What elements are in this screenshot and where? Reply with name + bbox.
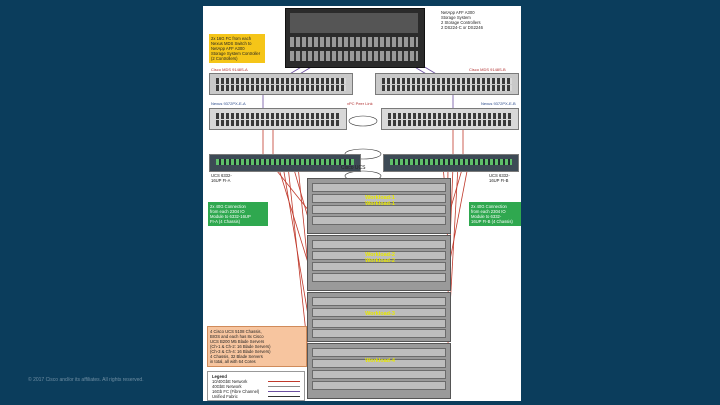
fabric-interconnect-a: [209, 154, 361, 172]
legend-swatch-network: [268, 381, 300, 382]
mds-switch-b: [375, 73, 519, 95]
vpc-peer-link-label: vPC Peer Link: [347, 101, 373, 106]
chassis-note: 4 Cisco UCS 5108 Chassis,BIOS and each h…: [207, 326, 307, 367]
fabric-interconnect-b: [383, 154, 519, 172]
legend-swatch-fc: [268, 391, 300, 392]
nexus-a-label: Nexus 9372PX-E-A: [211, 101, 246, 106]
nexus-switch-a: [209, 108, 347, 130]
legend-swatch-unified: [268, 396, 300, 397]
legend-item-40g: 40GbE Network: [212, 384, 242, 389]
nexus-b-label: Nexus 9372PX-E-B: [481, 101, 516, 106]
nexus-switch-b: [381, 108, 519, 130]
mds-b-label: Cisco MDS 9148S-B: [469, 67, 506, 72]
legend-item-fc: 16Gb FC (Fibre Channel): [212, 389, 260, 394]
mds-a-label: Cisco MDS 9148S-A: [211, 67, 248, 72]
chassis-4: Workload-4: [307, 343, 451, 399]
fi-center-label: Cisco UCS: [341, 165, 366, 171]
workload-4-label: Workload-4: [365, 358, 395, 364]
copyright-footer: © 2017 Cisco and/or its affiliates. All …: [28, 377, 144, 383]
legend-item-unified: Unified Fabric: [212, 394, 238, 399]
legend-swatch-40g: [268, 386, 300, 387]
legend-item-network: 10/40GbE Network: [212, 379, 248, 384]
fi-a-label: UCS 6332-16UP FI-A: [211, 173, 232, 183]
mds-switch-a: [209, 73, 353, 95]
legend: Legend 10/40GbE Network 40GbE Network 16…: [207, 371, 305, 401]
fi-b-label: UCS 6332-16UP FI-B: [489, 173, 510, 183]
chassis-3: Workload-3: [307, 292, 451, 342]
netapp-storage: [285, 8, 425, 68]
legend-title: Legend: [212, 374, 227, 379]
workload-3-label: Workload-3: [365, 311, 395, 317]
